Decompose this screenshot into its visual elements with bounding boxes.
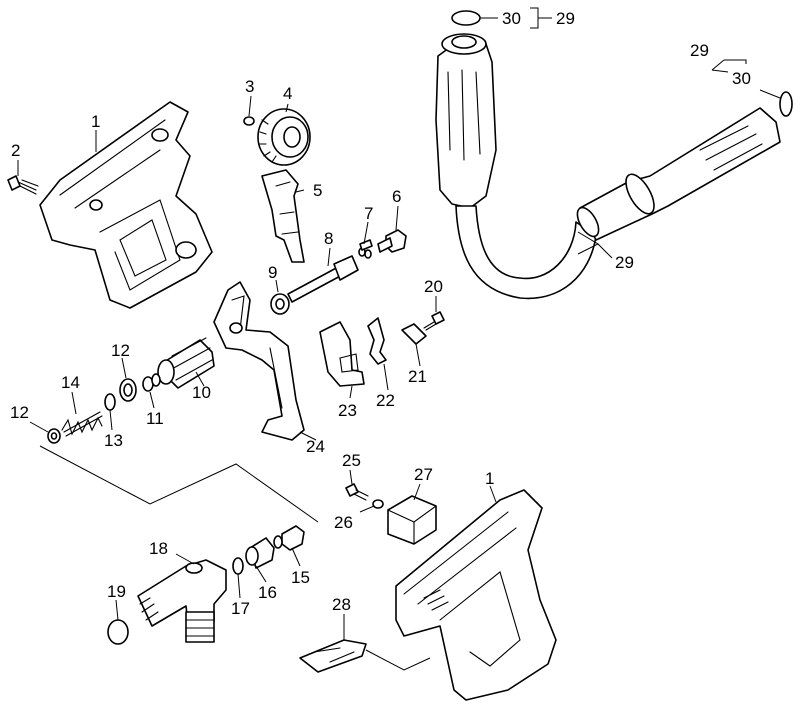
part-17-o-ring [232,557,244,575]
callout-28: 28 [332,595,351,614]
callout-27: 27 [414,465,433,484]
part-2-screw [7,175,39,195]
part-30-o-ring-right [779,91,793,117]
assembly-leader-line [39,445,319,523]
part-1-handle-shell-lower [395,489,557,701]
part-21-plate [401,323,427,345]
callout-14: 14 [61,373,80,392]
callout-8: 8 [324,229,333,248]
part-23-safety-lock [319,321,365,387]
callout-15: 15 [291,568,310,587]
part-3-ring [243,116,255,126]
callout-7: 7 [364,204,373,223]
part-19-o-ring [107,619,129,645]
callout-6: 6 [392,187,401,206]
callout-12-lower: 12 [10,403,29,422]
hose-and-grip-assembly [435,33,781,300]
callout-16: 16 [258,583,277,602]
part-30-o-ring-top [451,10,481,26]
leader-lines [17,7,781,640]
part-14-spring [61,411,103,437]
callout-26: 26 [334,513,353,532]
part-25-screw [345,483,369,501]
callout-2: 2 [11,141,20,160]
part-8-valve-pin [287,255,359,303]
callout-29-top: 29 [556,9,575,28]
callout-29-right: 29 [690,41,709,60]
part-28-cover-clip [299,639,367,673]
part-27-button [387,495,437,545]
callout-5: 5 [313,181,322,200]
part-20-screw [423,311,445,331]
part-12-washer-lower [47,428,61,444]
callout-10: 10 [192,383,211,402]
callout-25: 25 [342,451,361,470]
callout-1-lower: 1 [485,469,494,488]
callout-22: 22 [376,391,395,410]
part-12-seat-upper [119,378,137,402]
callout-21: 21 [408,367,427,386]
callout-9: 9 [268,263,277,282]
callout-18: 18 [149,539,168,558]
callout-19: 19 [107,582,126,601]
part-9-washer [270,293,290,315]
part-11-o-ring [142,373,161,392]
callout-13: 13 [104,431,123,450]
callout-24: 24 [306,437,325,456]
part-26-washer [372,499,384,509]
part-6-bolt [377,229,407,253]
callout-12-upper: 12 [111,341,130,360]
callout-labels: 1 2 3 4 5 6 7 8 9 10 11 12 13 14 12 15 1… [10,9,751,618]
callout-23: 23 [338,401,357,420]
part-28-leader [365,649,431,671]
part-5-clip [261,169,305,263]
callout-29-middle: 29 [615,253,634,272]
part-1-handle-shell-upper [39,101,213,309]
part-13-o-ring [104,393,116,411]
callout-30-right: 30 [732,69,751,88]
callout-20: 20 [424,277,443,296]
callout-1-upper: 1 [91,112,100,131]
part-15-nipple [273,525,305,551]
callout-11: 11 [146,409,164,428]
callout-3: 3 [245,77,254,96]
callout-30-top: 30 [502,9,521,28]
part-24-trigger [213,281,305,441]
part-7-small-parts [358,239,373,259]
part-16-sleeve [245,537,275,569]
part-10-valve-body [157,337,215,389]
callout-17: 17 [231,599,250,618]
part-22-latch [367,317,387,365]
part-18-outlet-elbow [137,559,227,643]
part-4-gear-nut [257,108,311,166]
callout-4: 4 [283,84,292,103]
